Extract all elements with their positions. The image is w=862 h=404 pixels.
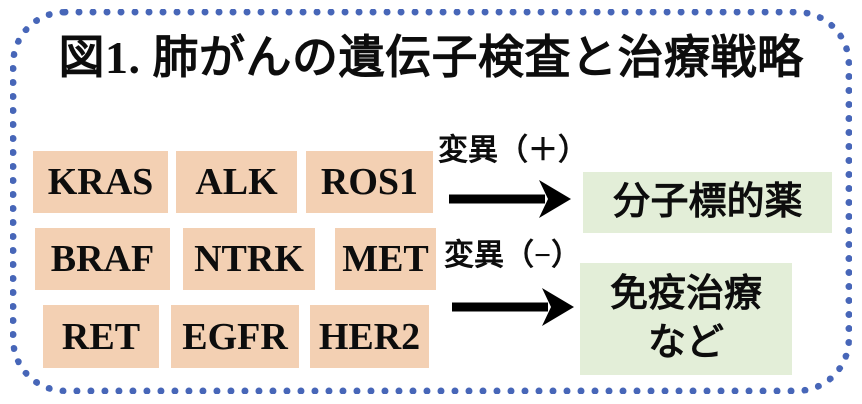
arrow-right-icon	[449, 180, 571, 218]
mutation-positive-label: 変異（＋）	[438, 134, 588, 167]
gene-box-ret: RET	[43, 305, 159, 368]
outcome-immunotherapy-line2: など	[647, 322, 724, 364]
gene-box-ros1: ROS1	[306, 151, 433, 213]
mutation-negative-label: 変異（−）	[444, 239, 582, 272]
figure-title: 図1. 肺がんの遺伝子検査と治療戦略	[58, 32, 804, 83]
outcome-immunotherapy-line1: 免疫治療	[609, 272, 762, 315]
gene-box-braf: BRAF	[35, 228, 170, 290]
outcome-box-targeted-therapy: 分子標的薬	[583, 172, 832, 233]
arrow-right-icon	[452, 288, 574, 326]
gene-box-ntrk: NTRK	[183, 228, 315, 290]
gene-box-met: MET	[335, 228, 436, 290]
gene-box-kras: KRAS	[33, 151, 168, 213]
gene-box-her2: HER2	[310, 305, 429, 368]
outcome-box-immunotherapy: 免疫治療 など	[580, 263, 792, 375]
gene-box-egfr: EGFR	[171, 305, 299, 368]
gene-box-alk: ALK	[176, 151, 297, 213]
